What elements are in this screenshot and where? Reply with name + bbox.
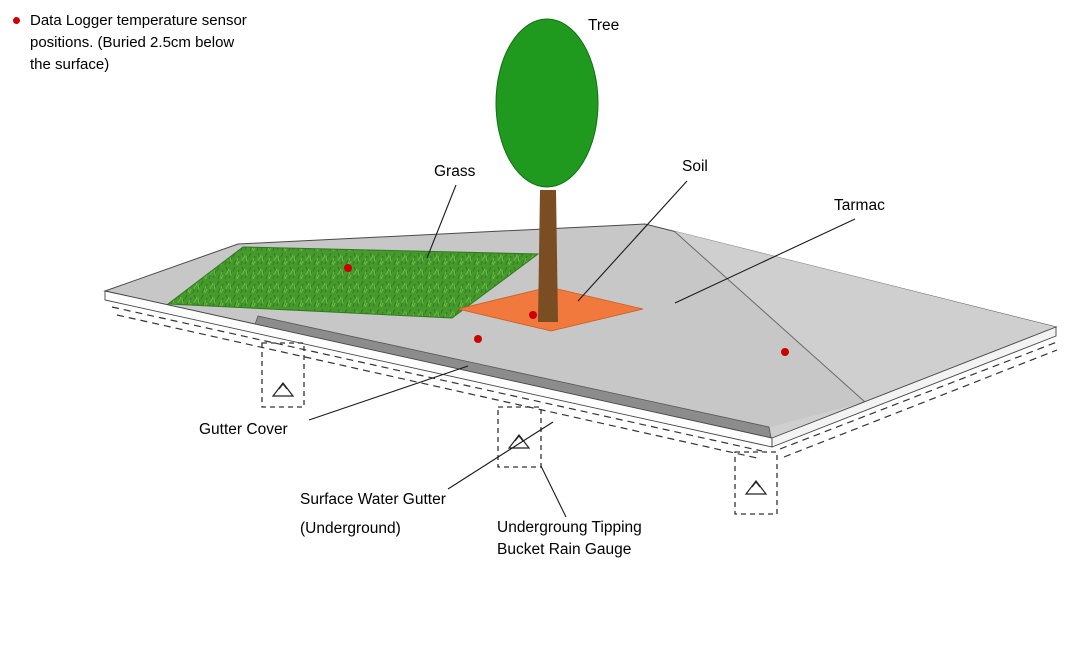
- legend-line-2: positions. (Buried 2.5cm below: [30, 34, 235, 51]
- tipping-bucket-icon: [272, 382, 294, 397]
- leader-line-tarmac: [674, 218, 856, 304]
- label-soil: Soil: [682, 158, 708, 175]
- tipping-bucket-icon: [745, 480, 767, 495]
- label-gutter-cover: Gutter Cover: [199, 421, 288, 438]
- grass-patch: [166, 246, 540, 319]
- rain-gauge-box-2: [497, 406, 542, 468]
- underground-gutter-dashed-right-2: [783, 349, 1058, 458]
- sensor-dot-icon: [13, 17, 20, 24]
- underground-gutter-dashed-front-1: [111, 306, 763, 452]
- rain-gauge-box-1: [261, 342, 305, 408]
- leader-line-surface-water-gutter: [447, 421, 554, 490]
- legend-line-1: Data Logger temperature sensor: [30, 12, 247, 29]
- slab-front-face-right: [771, 326, 1057, 448]
- sensor-dot-tarmac-right: [781, 348, 789, 356]
- leader-line-rain-gauge: [540, 465, 567, 518]
- legend-text: Data Logger temperature sensor positions…: [30, 10, 247, 76]
- sensor-dot-grass: [344, 264, 352, 272]
- tree-crown: [495, 18, 599, 188]
- label-tree: Tree: [588, 17, 620, 34]
- legend: Data Logger temperature sensor positions…: [12, 10, 247, 76]
- rain-gauge-box-3: [734, 451, 778, 515]
- label-surface-water-gutter-line-2: (Underground): [300, 520, 401, 537]
- underground-gutter-dashed-front-2: [116, 314, 758, 459]
- legend-line-3: the surface): [30, 56, 110, 73]
- sensor-dot-soil: [529, 311, 537, 319]
- leader-line-soil: [577, 180, 688, 302]
- label-tarmac: Tarmac: [834, 197, 885, 214]
- label-rain-gauge-line-1: Undergroung Tipping: [497, 519, 642, 536]
- label-surface-water-gutter-line-1: Surface Water Gutter: [300, 491, 446, 508]
- sensor-dot-tarmac-front: [474, 335, 482, 343]
- leader-line-gutter-cover: [308, 365, 469, 421]
- underground-gutter-dashed-right-1: [779, 341, 1058, 450]
- tipping-bucket-icon: [508, 434, 530, 449]
- tarmac-division-line: [673, 230, 866, 403]
- label-rain-gauge-line-2: Bucket Rain Gauge: [497, 541, 632, 558]
- tarmac-right-panel: [674, 231, 1056, 438]
- leader-line-grass: [426, 184, 457, 259]
- label-grass: Grass: [434, 163, 476, 180]
- tree-trunk: [538, 190, 558, 322]
